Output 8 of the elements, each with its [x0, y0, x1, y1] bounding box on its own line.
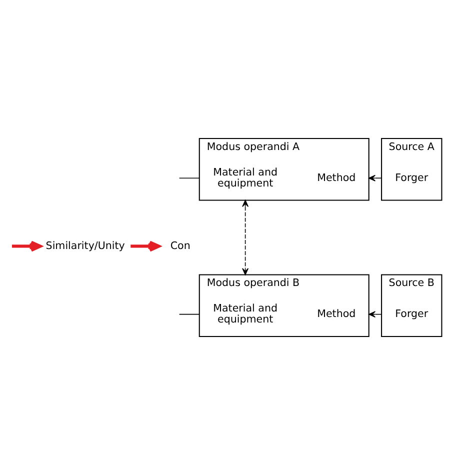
node-text: Method [317, 171, 356, 184]
node-text: Material and equipment [213, 302, 278, 326]
node-text: Con [170, 239, 190, 252]
node-text: Forger [395, 171, 428, 184]
node-text: Material and equipment [213, 166, 278, 189]
node-text: Similarity/Unity [46, 239, 125, 252]
node-text: Method [317, 308, 356, 320]
node-text: Forger [395, 308, 428, 320]
